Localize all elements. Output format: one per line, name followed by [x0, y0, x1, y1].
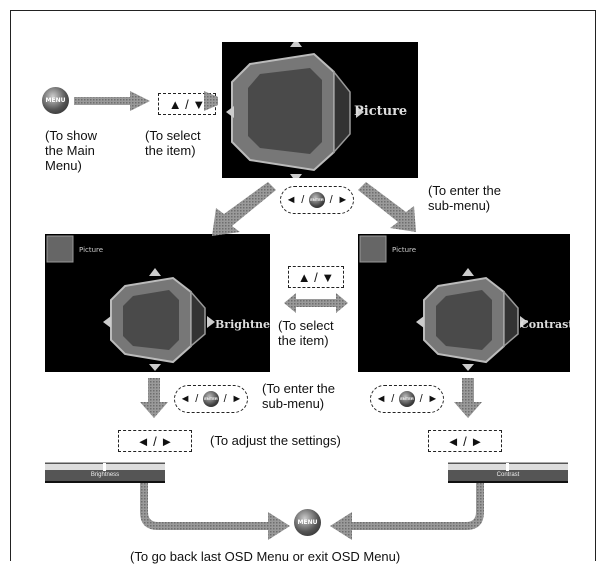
slash-separator: /	[301, 194, 304, 206]
contrast-slider-bar: Contrast	[448, 462, 568, 483]
right-arrow-icon: ►	[337, 194, 348, 206]
slash-separator: /	[391, 393, 394, 405]
brightness-slider-label: Brightness	[45, 472, 165, 478]
note-enter-submenu-mid: (To enter the sub-menu)	[262, 381, 335, 411]
enter-key-group-left: ◄ / ENTER / ►	[174, 385, 248, 413]
note-enter-submenu-top: (To enter the sub-menu)	[428, 183, 501, 213]
enter-button: ENTER	[203, 391, 219, 407]
left-arrow-icon: ◄	[180, 393, 191, 405]
right-arrow-icon: ►	[231, 393, 242, 405]
brightness-slider-bar: Brightness	[45, 462, 165, 483]
enter-button: ENTER	[309, 192, 325, 208]
menu-button-bottom: MENU	[294, 509, 321, 536]
note-adjust-settings: (To adjust the settings)	[210, 433, 341, 448]
right-arrow-icon: ►	[427, 393, 438, 405]
slash-separator: /	[330, 194, 333, 206]
left-arrow-icon: ◄	[286, 194, 297, 206]
slash-separator: /	[224, 393, 227, 405]
left-right-key-right: ◄ / ►	[428, 430, 502, 452]
enter-key-group-top: ◄ / ENTER / ►	[280, 186, 354, 214]
note-select-item-mid: (To select the item)	[278, 318, 334, 348]
enter-key-group-right: ◄ / ENTER / ►	[370, 385, 444, 413]
slash-separator: /	[195, 393, 198, 405]
left-right-key-left: ◄ / ►	[118, 430, 192, 452]
enter-button: ENTER	[399, 391, 415, 407]
left-arrow-icon: ◄	[376, 393, 387, 405]
slash-separator: /	[420, 393, 423, 405]
contrast-slider-label: Contrast	[448, 472, 568, 478]
note-go-back: (To go back last OSD Menu or exit OSD Me…	[130, 549, 400, 564]
up-down-key-mid: ▲ / ▼	[288, 266, 344, 288]
